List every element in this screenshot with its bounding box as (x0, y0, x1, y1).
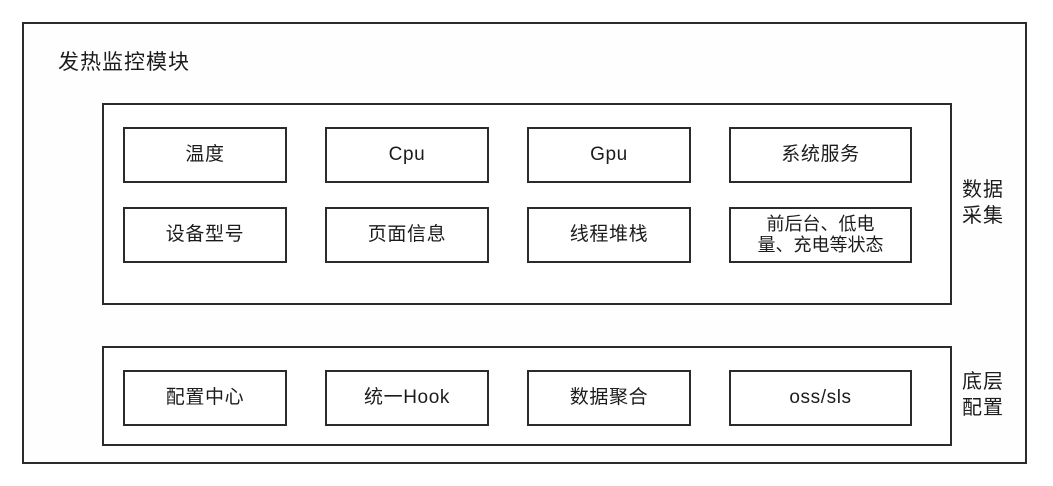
section-data-collection: 温度 Cpu Gpu 系统服务 设备型号 页面信息 (102, 103, 1004, 305)
box-cpu[interactable]: Cpu (325, 127, 489, 183)
base-config-side-label-line-2: 配置 (962, 397, 1004, 419)
base-config-side-label: 底层 配置 (952, 346, 1004, 446)
base-config-panel: 配置中心 统一Hook 数据聚合 oss/sls (102, 346, 952, 446)
box-config-center-label: 配置中心 (165, 387, 245, 409)
box-device-model-label: 设备型号 (165, 224, 245, 246)
box-unified-hook-label: 统一Hook (364, 387, 450, 409)
data-collection-side-label-line-2: 采集 (962, 205, 1004, 227)
data-collection-side-label-line-1: 数据 (962, 179, 1004, 202)
box-app-state[interactable]: 前后台、低电 量、充电等状态 (729, 207, 912, 263)
data-collection-side-label: 数据 采集 (952, 103, 1004, 305)
box-system-service-label: 系统服务 (781, 144, 860, 166)
box-system-service[interactable]: 系统服务 (729, 127, 912, 183)
box-oss-sls-label: oss/sls (789, 387, 852, 409)
box-thread-stack-label: 线程堆栈 (569, 224, 649, 246)
box-app-state-label-line-1: 前后台、低电 (766, 214, 875, 235)
box-temperature[interactable]: 温度 (123, 127, 287, 183)
box-cpu-label: Cpu (388, 144, 426, 166)
box-device-model[interactable]: 设备型号 (123, 207, 287, 263)
box-data-aggregation-label: 数据聚合 (569, 387, 649, 409)
box-gpu-label: Gpu (590, 144, 628, 166)
box-unified-hook[interactable]: 统一Hook (325, 370, 489, 426)
data-collection-row-2: 设备型号 页面信息 线程堆栈 前后台、低电 量、充电等状态 (104, 207, 950, 263)
section-base-config: 配置中心 统一Hook 数据聚合 oss/sls 底层 配置 (102, 346, 1004, 446)
box-thread-stack[interactable]: 线程堆栈 (527, 207, 691, 263)
box-oss-sls[interactable]: oss/sls (729, 370, 912, 426)
module-title: 发热监控模块 (58, 51, 190, 74)
data-collection-row-1: 温度 Cpu Gpu 系统服务 (104, 127, 950, 183)
base-config-side-label-line-1: 底层 (962, 371, 1004, 394)
box-config-center[interactable]: 配置中心 (123, 370, 287, 426)
box-data-aggregation[interactable]: 数据聚合 (527, 370, 691, 426)
box-page-info[interactable]: 页面信息 (325, 207, 489, 263)
box-app-state-label: 前后台、低电 量、充电等状态 (758, 214, 884, 256)
box-page-info-label: 页面信息 (367, 224, 447, 246)
box-gpu[interactable]: Gpu (527, 127, 691, 183)
base-config-row-1: 配置中心 统一Hook 数据聚合 oss/sls (104, 370, 950, 426)
box-temperature-label: 温度 (185, 144, 225, 166)
box-app-state-label-line-2: 量、充电等状态 (757, 235, 884, 255)
diagram-outer-frame: 发热监控模块 温度 Cpu Gpu 系统服务 设备型号 (22, 22, 1027, 464)
data-collection-panel: 温度 Cpu Gpu 系统服务 设备型号 页面信息 (102, 103, 952, 305)
